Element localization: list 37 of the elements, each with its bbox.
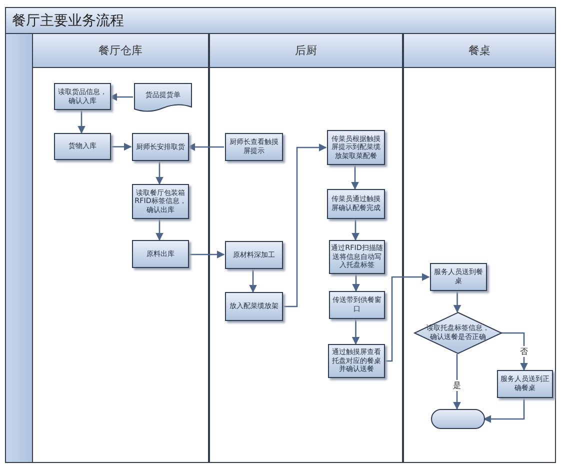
- swimlane: [209, 33, 403, 463]
- edge-label: 是: [452, 380, 462, 391]
- process-box: [430, 263, 487, 291]
- process-box: [54, 133, 111, 160]
- process-box: [225, 133, 283, 161]
- arrow: [156, 219, 164, 241]
- process-box: [225, 241, 283, 269]
- lane-header: 餐桌: [404, 33, 555, 68]
- process-box: [225, 292, 283, 321]
- arrow: [352, 219, 360, 241]
- swimlane: [32, 33, 209, 463]
- arrow: [384, 273, 430, 362]
- arrow: [187, 143, 224, 151]
- arrow: [109, 93, 133, 101]
- arrow: [453, 354, 461, 410]
- arrow: [453, 291, 462, 313]
- arrow: [78, 110, 86, 134]
- process-box: [327, 189, 385, 219]
- diagram-title: 餐厅主要业务流程: [5, 7, 556, 34]
- process-box: [329, 291, 385, 319]
- arrow: [156, 161, 164, 185]
- process-box: [132, 240, 189, 268]
- arrow: [110, 142, 132, 151]
- arrow: [282, 144, 327, 308]
- arrow: [249, 269, 257, 293]
- process-box: [497, 370, 553, 398]
- arrow: [352, 274, 360, 292]
- lane-header: 餐厅仓库: [33, 33, 208, 68]
- arrow: [352, 319, 360, 345]
- arrow: [483, 398, 525, 423]
- arrow: [501, 332, 528, 371]
- arrow: [351, 165, 359, 190]
- lane-header: 后厨: [210, 33, 402, 68]
- arrow: [188, 250, 225, 258]
- process-box: [132, 133, 189, 161]
- swimlane: [403, 33, 556, 463]
- edge-label: 否: [519, 346, 529, 357]
